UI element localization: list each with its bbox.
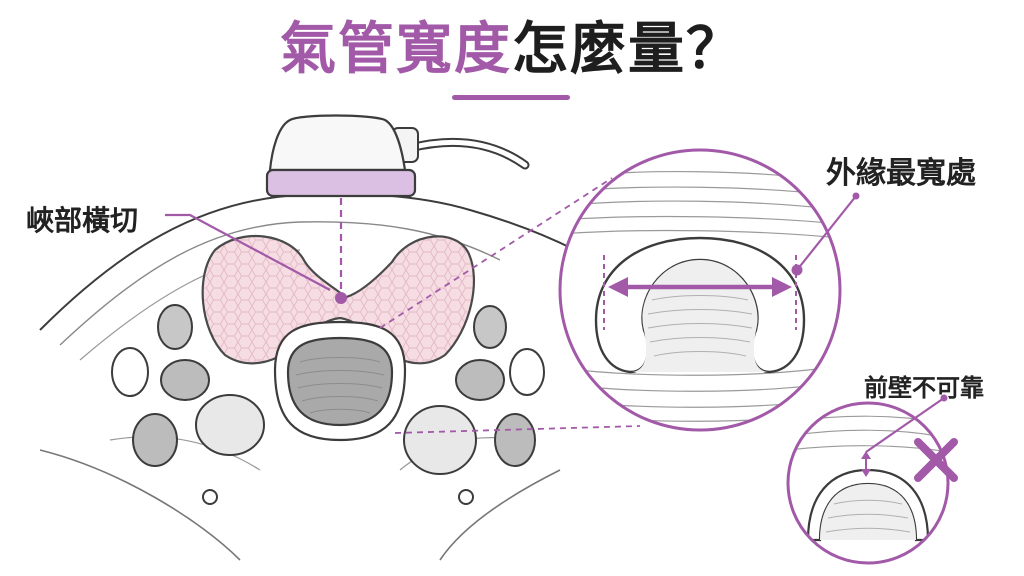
isthmus-point — [335, 292, 347, 304]
title-highlight: 氣管寬度 — [280, 17, 512, 82]
anterior-wall-view-border — [786, 401, 950, 565]
title-rest: 怎麼量？ — [512, 17, 744, 82]
anterior-wall-leader-dot — [940, 394, 948, 402]
zoom-line-bottom — [394, 425, 641, 434]
outer-edge-leader-dot — [852, 192, 860, 200]
magnified-view-border — [558, 148, 842, 432]
left-structures — [111, 304, 265, 505]
outer-edge-leader-line — [796, 195, 857, 271]
x-mark-icon — [914, 438, 958, 482]
ultrasound-probe — [265, 114, 530, 198]
anterior-wall-leader-line — [865, 397, 945, 453]
right-structures — [403, 305, 545, 505]
title-underline — [452, 95, 570, 100]
anterior-wall-label: 前壁不可靠 — [864, 374, 984, 402]
trachea — [273, 320, 407, 442]
anterior-wall-view — [788, 403, 948, 563]
outer-edge-label: 外緣最寬處 — [826, 156, 976, 191]
page-title: 氣管寬度怎麼量？ — [0, 14, 1024, 86]
isthmus-leader-line — [165, 213, 331, 291]
magnified-view — [560, 150, 840, 430]
isthmus-label: 峽部橫切 — [26, 204, 139, 237]
zoom-line-top — [379, 177, 613, 329]
